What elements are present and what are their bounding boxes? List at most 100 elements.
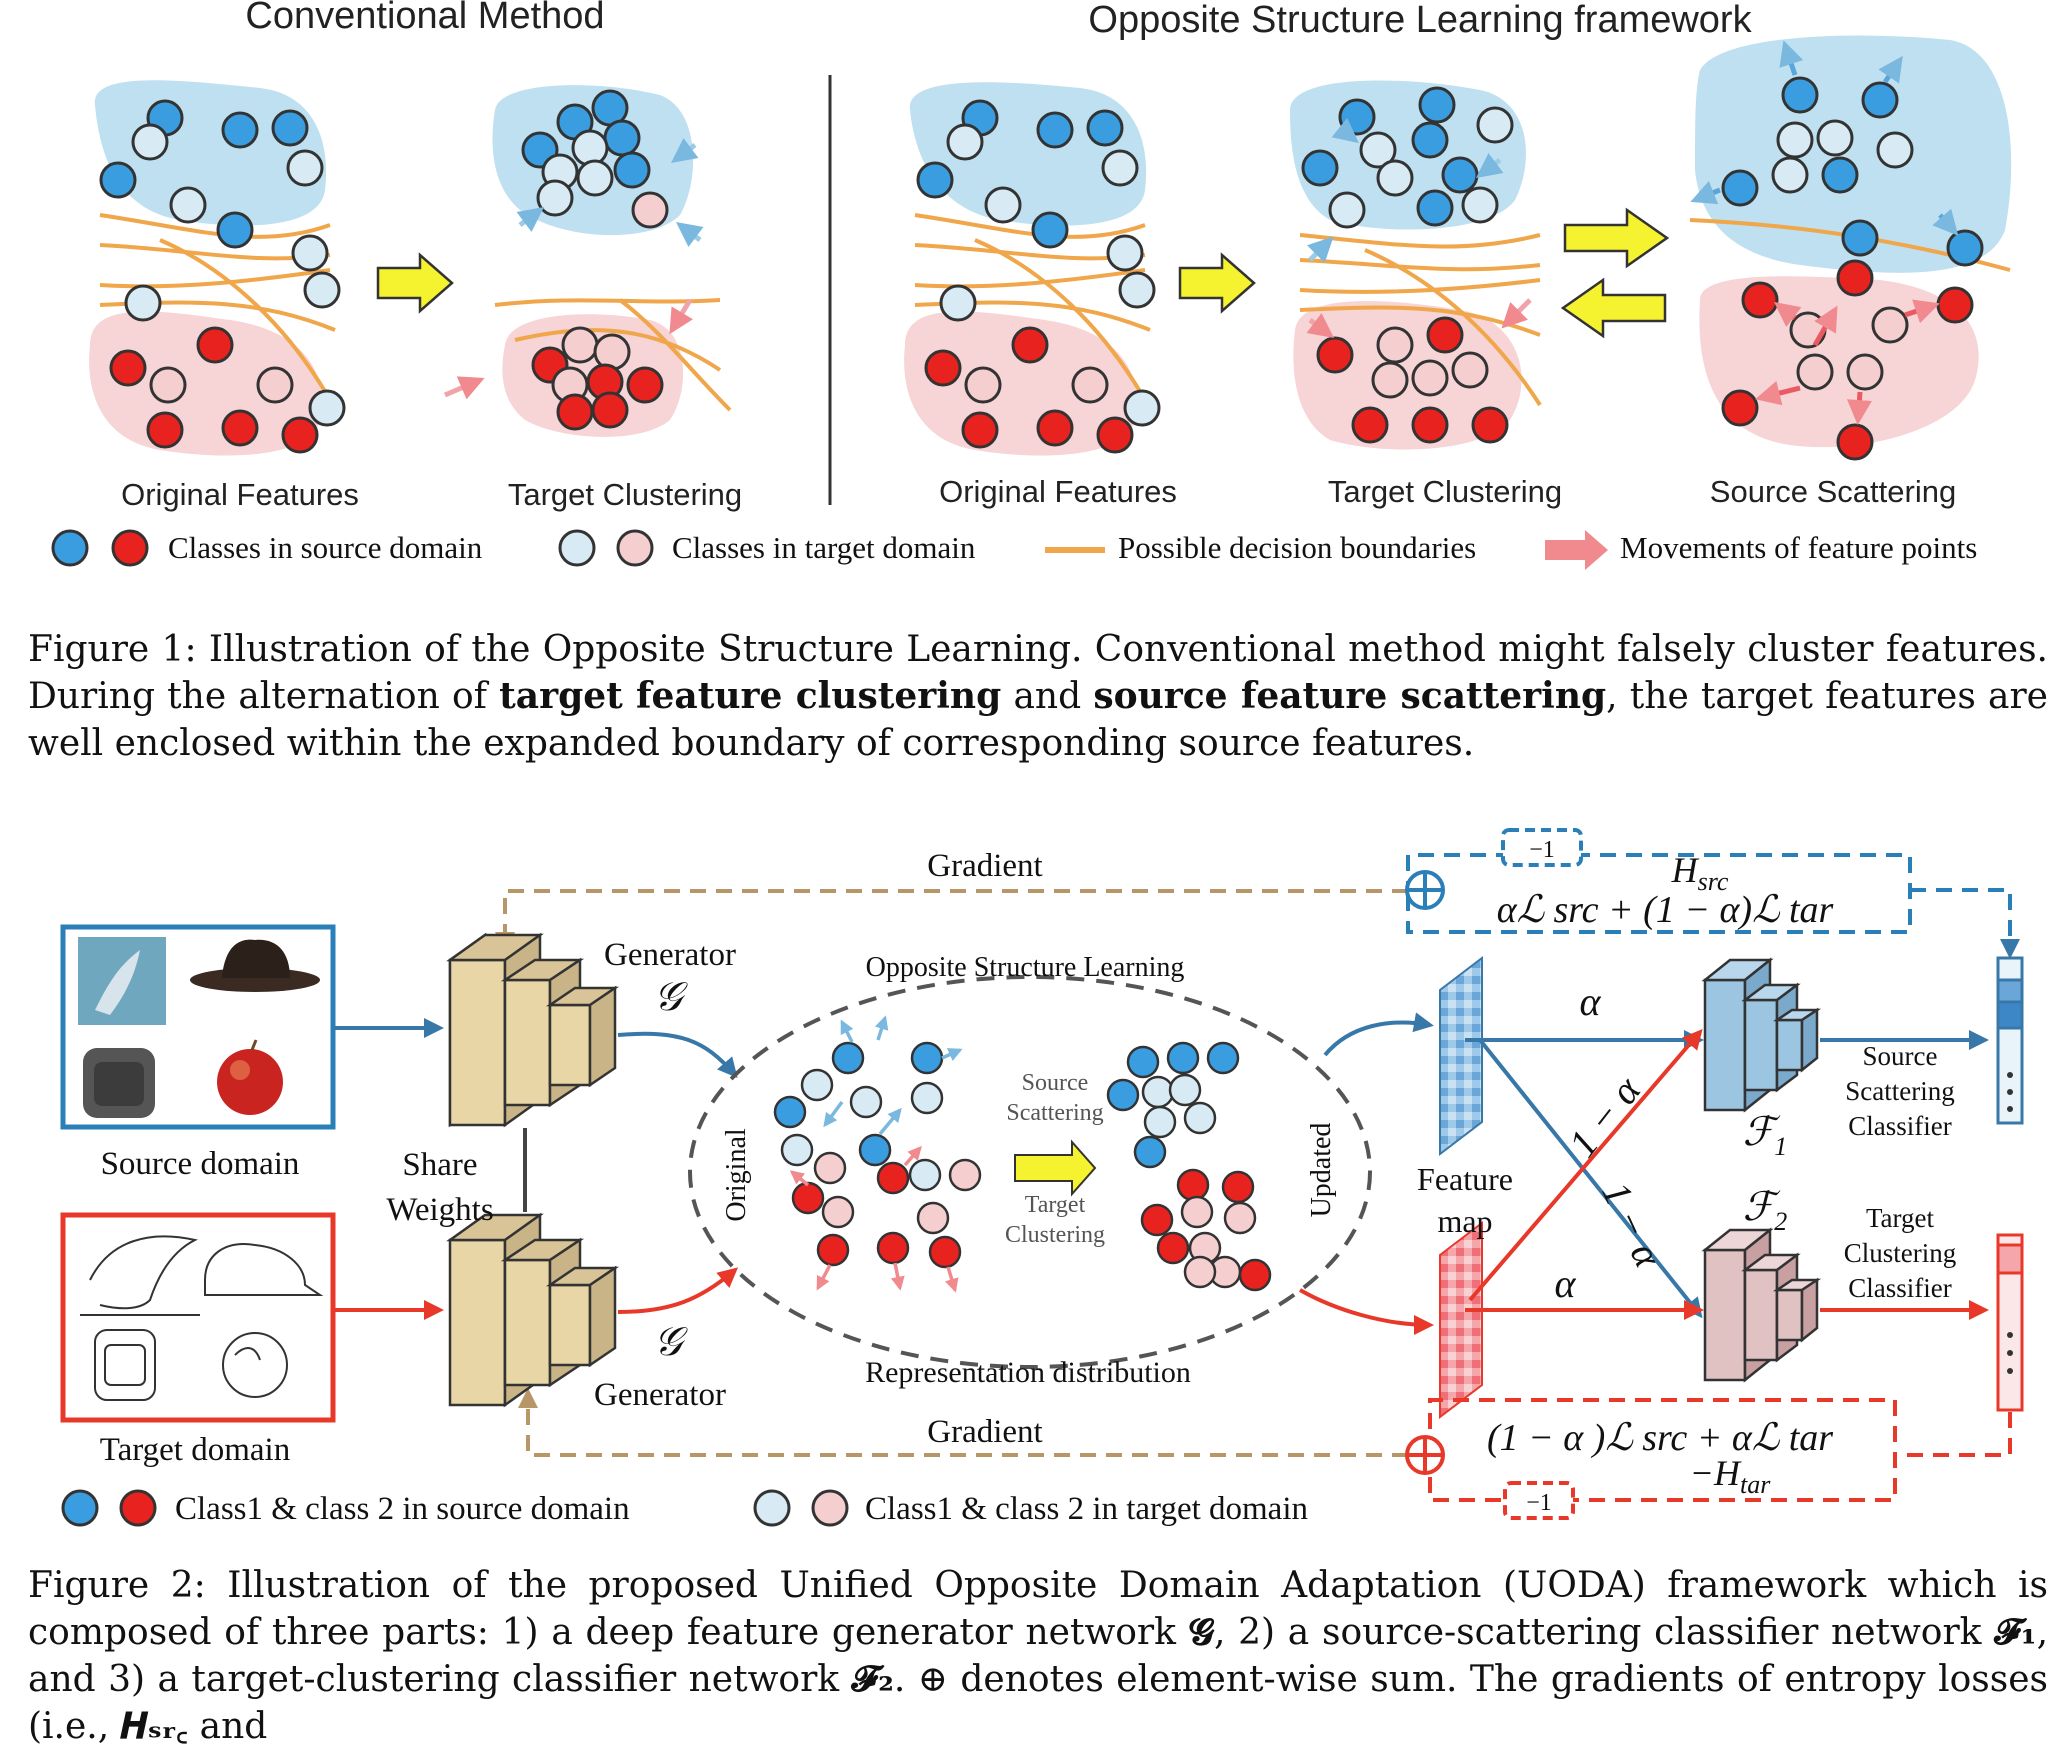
panel-label-5: Source Scattering <box>1710 474 1956 509</box>
osl-source-scattering-2: Scattering <box>1006 1100 1103 1126</box>
f1-classifier-block <box>1701 957 1822 1113</box>
generator-top-label: Generator <box>604 937 736 973</box>
legend-boundaries: Possible decision boundaries <box>1118 530 1476 565</box>
one-minus-alpha-red-path <box>1468 1028 1703 1302</box>
osl-rep-dist: Representation distribution <box>865 1356 1191 1389</box>
panel-conv-original <box>89 80 346 456</box>
gradient-top-path <box>495 889 1408 952</box>
bottom-loss-formula: (1 − α )ℒ src + αℒ tar <box>1487 1417 1833 1459</box>
feature-map-label-2: map <box>1437 1203 1492 1239</box>
feature-map-red <box>1439 1220 1483 1420</box>
osl-updated-label: Updated <box>1306 1123 1337 1218</box>
osl-title: Opposite Structure Learning <box>866 952 1185 983</box>
top-loss-box <box>1406 828 2020 959</box>
panel-label-2: Target Clustering <box>508 477 742 512</box>
bottom-loss-box <box>1428 1398 2012 1520</box>
figure2-legend: Class1 & class 2 in source domain Class1… <box>61 1489 1308 1527</box>
caption1-bold-a: target feature clustering <box>499 675 1002 717</box>
tgt-classifier-line-3: Classifier <box>1848 1273 1951 1303</box>
caption1-text-c: , the target features are well enclosed … <box>28 676 2048 764</box>
generator-top-block <box>446 932 620 1128</box>
caption2-f1: 𝓕₁ <box>1994 1611 2037 1653</box>
top-sum-symbol <box>1405 870 1445 910</box>
caption2-text-b: , 2) a source-scattering classifier netw… <box>1213 1612 1995 1653</box>
panel-label-1: Original Features <box>121 477 359 512</box>
generator-bottom-block <box>446 1212 620 1408</box>
generator-bottom-symbol: 𝒢 <box>654 1319 689 1364</box>
osl-ellipse <box>688 975 1372 1369</box>
osl-updated-points <box>1106 1041 1272 1292</box>
osl-target-clustering-2: Clustering <box>1005 1222 1105 1248</box>
feature-map-blue <box>1439 955 1483 1157</box>
figure2-caption: Figure 2: Illustration of the proposed U… <box>28 1562 2048 1750</box>
osl-to-fmap-red <box>1299 1288 1434 1335</box>
figure1-caption: Figure 1: Illustration of the Opposite S… <box>28 626 2048 767</box>
f2-label: ℱ2 <box>1743 1184 1787 1236</box>
caption1-text-b: and <box>1001 676 1094 717</box>
caption2-text-e: and <box>188 1706 268 1747</box>
target-domain-label: Target domain <box>100 1432 290 1468</box>
gen-top-to-osl-arrow <box>617 1031 738 1079</box>
share-weights-label-2: Weights <box>386 1192 493 1228</box>
caption2-f2: 𝓕₂ <box>851 1658 894 1700</box>
panel-label-3: Original Features <box>939 474 1177 509</box>
figure-2: Gradient Gradient Source domain Target d… <box>60 828 2024 1527</box>
tgt-classifier-line-2: Clustering <box>1844 1238 1957 1268</box>
source-images <box>78 937 320 1118</box>
figure1-legend: Classes in source domain Classes in targ… <box>51 529 1977 570</box>
alpha-bottom-label: α <box>1555 1261 1577 1306</box>
osl-yellow-arrow <box>1014 1139 1097 1197</box>
generator-top-symbol: 𝒢 <box>654 974 689 1019</box>
top-loss-formula: αℒ src + (1 − α)ℒ tar <box>1497 889 1834 931</box>
feature-map-label-1: Feature <box>1417 1161 1513 1197</box>
caption2-h: 𝑯ₛᵣ꜀ <box>120 1705 189 1747</box>
gradient-bottom-label: Gradient <box>927 1414 1042 1450</box>
osl-source-scattering-1: Source <box>1022 1070 1089 1096</box>
osl-original-label: Original <box>721 1128 752 1222</box>
figure-1: Conventional Method Opposite Structure L… <box>51 0 2012 570</box>
caption2-g: 𝓖 <box>1188 1611 1214 1653</box>
h-tar: −Htar <box>1690 1453 1772 1499</box>
one-minus-alpha-bottom-label: 1 − α <box>1593 1175 1671 1275</box>
target-images <box>80 1235 324 1401</box>
yellow-arrow-left <box>1560 277 1667 339</box>
legend-movement-arrow <box>1545 530 1608 570</box>
left-title: Conventional Method <box>245 0 604 37</box>
bottom-minus-one: −1 <box>1526 1490 1552 1516</box>
target-domain-box <box>60 1212 336 1423</box>
osl-original-movements <box>789 1015 963 1293</box>
share-weights-label-1: Share <box>402 1147 477 1183</box>
caption1-bold-b: source feature scattering <box>1093 675 1607 717</box>
right-title: Opposite Structure Learning framework <box>1088 0 1752 41</box>
alpha-top-label: α <box>1580 979 1602 1024</box>
f1-label: ℱ1 <box>1743 1109 1787 1161</box>
legend-movements: Movements of feature points <box>1620 530 1977 565</box>
top-minus-one: −1 <box>1529 837 1555 863</box>
h-src: Hsrc <box>1671 850 1729 896</box>
src-classifier-line-1: Source <box>1863 1041 1938 1071</box>
panel-conv-clustering <box>444 85 732 437</box>
gradient-top-label: Gradient <box>927 848 1042 884</box>
one-minus-alpha-top-label: 1 − α <box>1560 1067 1650 1165</box>
source-domain-label: Source domain <box>101 1146 300 1182</box>
generator-bottom-label: Generator <box>594 1377 726 1413</box>
src-classifier-line-3: Classifier <box>1848 1111 1951 1141</box>
caption2-text-c: , and 3) a target-clustering classifier … <box>28 1612 2049 1700</box>
tgt-classifier-line-1: Target <box>1866 1203 1935 1233</box>
caption1-text-a: Figure 1: Illustration of the Opposite S… <box>28 629 2048 717</box>
osl-original-points <box>773 1041 982 1269</box>
panel-source-scattering <box>1689 35 2012 461</box>
yellow-arrow-right <box>1563 207 1670 269</box>
f2-classifier-block <box>1701 1227 1822 1383</box>
one-minus-alpha-blue-path <box>1478 1038 1703 1319</box>
caption2-text-a: Figure 2: Illustration of the proposed U… <box>28 1565 2048 1653</box>
panel-osl-original <box>904 82 1161 456</box>
gen-bottom-to-osl-arrow <box>617 1267 739 1314</box>
gradient-bottom-path <box>518 1388 1408 1457</box>
yellow-arrow-1 <box>376 252 454 314</box>
output-vector-blue <box>1996 956 2024 1125</box>
panel-label-4: Target Clustering <box>1328 474 1562 509</box>
src-classifier-line-2: Scattering <box>1845 1076 1954 1106</box>
output-vector-red <box>1996 1233 2024 1412</box>
legend-source-classes: Classes in source domain <box>168 530 483 565</box>
